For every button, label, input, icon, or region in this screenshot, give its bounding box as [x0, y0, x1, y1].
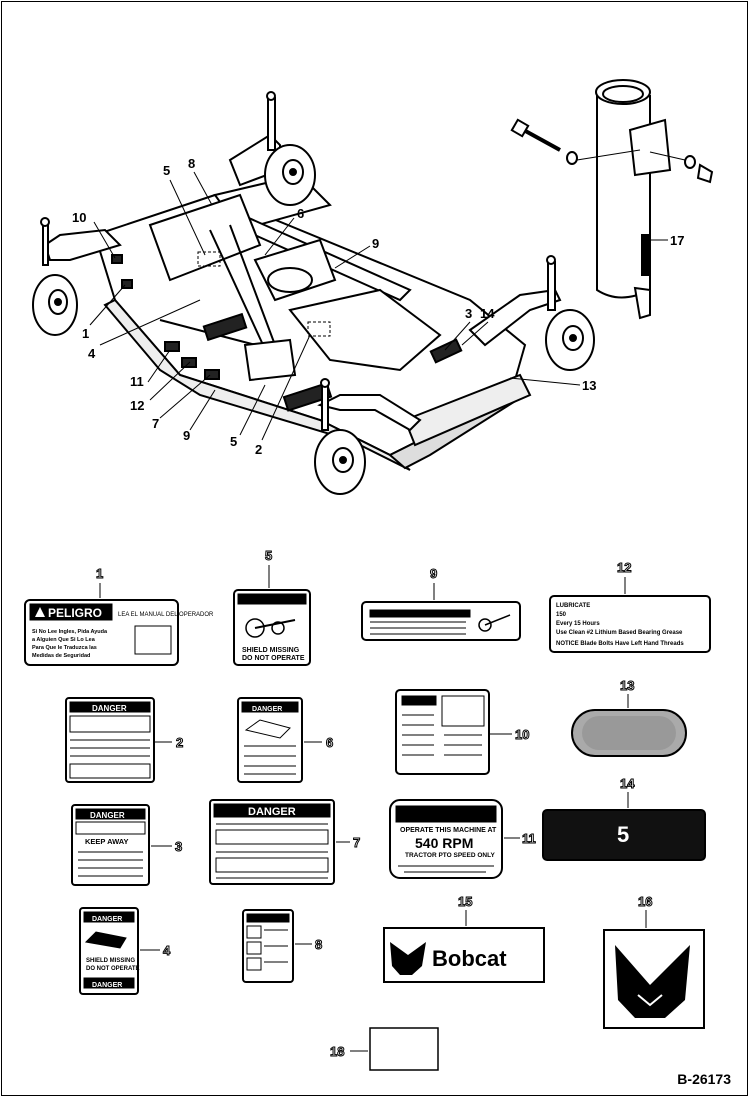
decal-4-footer: DANGER — [92, 982, 122, 989]
decal-number-16: 16 — [638, 894, 652, 909]
decal-1-line-1: Si No Lee Ingles, Pida Ayuda — [32, 629, 108, 635]
decal-catalog: 1 PELIGRO LEA EL MANUAL DEL OPERADOR Si … — [24, 548, 711, 1071]
decal-1-subtitle: LEA EL MANUAL DEL OPERADOR — [118, 612, 214, 618]
deck-callouts: 5 8 10 6 9 1 4 11 12 7 9 5 2 3 14 13 17 — [72, 156, 684, 457]
callout-13: 13 — [582, 378, 596, 393]
decal-5: 5 SHIELD MISSING DO NOT OPERATE — [233, 548, 311, 666]
decal-number-3: 3 — [175, 839, 182, 854]
callout-6: 6 — [297, 206, 304, 221]
decal-number-5: 5 — [265, 548, 272, 563]
decal-13: 13 — [571, 678, 687, 757]
decal-10: 10 — [395, 689, 530, 775]
decal-2-title: DANGER — [92, 704, 127, 713]
decal-7-title: DANGER — [248, 806, 296, 818]
decal-1: 1 PELIGRO LEA EL MANUAL DEL OPERADOR Si … — [24, 566, 214, 666]
callout-8: 8 — [188, 156, 195, 171]
callout-10: 10 — [72, 210, 86, 225]
decal-number-14: 14 — [620, 776, 635, 791]
decal-1-line-4: Medidas de Seguridad — [32, 653, 90, 659]
decal-number-2: 2 — [176, 735, 183, 750]
decal-15: 15 Bobcat — [383, 894, 545, 983]
decal-number-15: 15 — [458, 894, 472, 909]
decal-15-wordmark: Bobcat — [432, 946, 507, 971]
decal-11-line-3: TRACTOR PTO SPEED ONLY — [405, 852, 495, 859]
decal-1-line-2: a Alguien Que Si Lo Lea — [32, 637, 96, 643]
decal-12-line-2: 150 — [556, 612, 567, 618]
decal-3: DANGER KEEP AWAY 3 — [71, 804, 183, 886]
decal-8: 8 — [242, 909, 323, 983]
decal-number-11: 11 — [522, 831, 536, 846]
decal-11-line-1: OPERATE THIS MACHINE AT — [400, 827, 497, 834]
part-18: 18 — [330, 1027, 439, 1071]
decal-number-6: 6 — [326, 735, 333, 750]
decal-4-line-2: DO NOT OPERATE — [86, 966, 140, 972]
callout-4: 4 — [88, 346, 96, 361]
decal-number-7: 7 — [353, 835, 360, 850]
callout-11: 11 — [130, 374, 144, 389]
decal-12-line-4: Use Clean #2 Lithium Based Bearing Greas… — [556, 630, 683, 636]
callout-3: 3 — [465, 306, 472, 321]
decal-9: 9 — [361, 566, 521, 641]
decal-5-line-2: DO NOT OPERATE — [242, 655, 305, 662]
decal-6-title: DANGER — [252, 706, 282, 713]
document-number: B-26173 — [677, 1071, 731, 1087]
callout-14: 14 — [480, 306, 495, 321]
decal-number-9: 9 — [430, 566, 437, 581]
callout-5b: 5 — [230, 434, 237, 449]
decal-7: DANGER 7 — [209, 799, 361, 885]
decal-6: DANGER 6 — [237, 697, 334, 783]
decal-number-12: 12 — [617, 560, 631, 575]
decal-number-18: 18 — [330, 1044, 344, 1059]
callout-1: 1 — [82, 326, 89, 341]
decal-1-title: PELIGRO — [48, 606, 102, 620]
decal-16: 16 — [603, 894, 705, 1029]
decal-5-line-1: SHIELD MISSING — [242, 647, 300, 654]
callout-7: 7 — [152, 416, 159, 431]
decal-14: 14 5 — [542, 776, 706, 861]
decal-4-title: DANGER — [92, 916, 122, 923]
deck-leader-lines — [89, 171, 668, 441]
decal-4: DANGER SHIELD MISSING DO NOT OPERATE DAN… — [79, 907, 172, 995]
decal-12-line-3: Every 15 Hours — [556, 621, 600, 627]
callout-2: 2 — [255, 442, 262, 457]
callout-17: 17 — [670, 233, 684, 248]
decal-11: OPERATE THIS MACHINE AT 540 RPM TRACTOR … — [389, 799, 536, 879]
decal-12: 12 LUBRICATE 150 Every 15 Hours Use Clea… — [549, 560, 711, 653]
callout-9a: 9 — [372, 236, 379, 251]
callout-5a: 5 — [163, 163, 170, 178]
decal-12-line-1: LUBRICATE — [556, 603, 590, 609]
decal-12-notice: NOTICE Blade Bolts Have Left Hand Thread… — [556, 641, 684, 647]
decal-1-line-3: Para Que le Traduzca las — [32, 645, 97, 651]
decal-number-8: 8 — [315, 937, 322, 952]
decal-number-1: 1 — [96, 566, 103, 581]
decal-3-warning: KEEP AWAY — [85, 837, 129, 846]
decal-number-13: 13 — [620, 678, 634, 693]
decal-2: DANGER 2 — [65, 697, 184, 783]
decal-3-title: DANGER — [90, 811, 125, 820]
decal-number-4: 4 — [163, 943, 171, 958]
jack-tube-illustration — [510, 79, 714, 320]
decal-14-digit: 5 — [617, 822, 629, 847]
mower-deck-illustration — [32, 91, 595, 495]
decal-number-10: 10 — [515, 727, 529, 742]
callout-12: 12 — [130, 398, 144, 413]
decal-11-rpm: 540 RPM — [415, 835, 473, 851]
callout-9b: 9 — [183, 428, 190, 443]
decal-4-line-1: SHIELD MISSING — [86, 958, 135, 964]
